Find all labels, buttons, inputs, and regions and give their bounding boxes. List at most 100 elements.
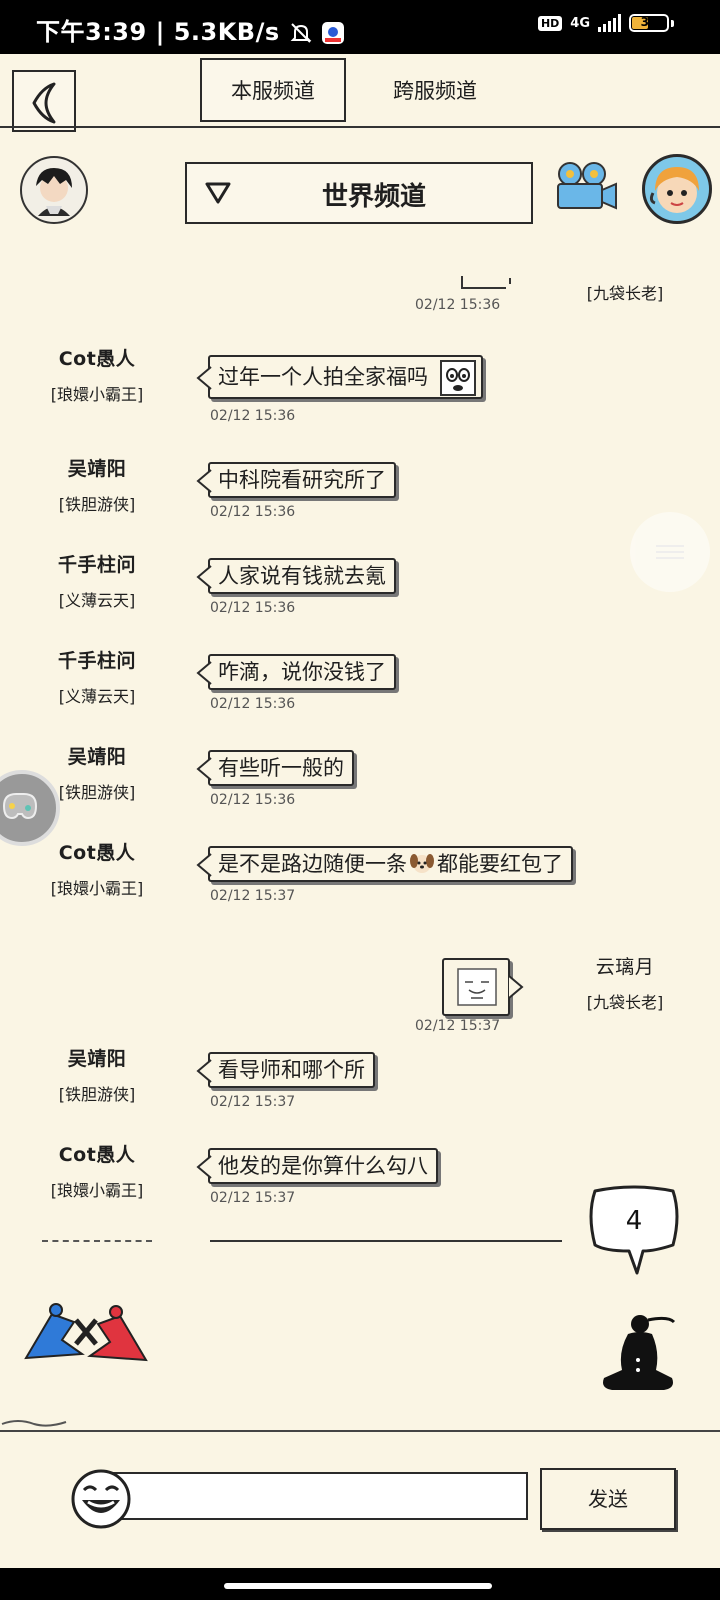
pvp-logo-icon[interactable] xyxy=(22,1300,150,1366)
message-bubble[interactable]: 过年一个人拍全家福吗 xyxy=(196,355,483,399)
message-time: 02/12 15:36 xyxy=(210,600,296,616)
sender-name: 千手柱问 xyxy=(57,554,136,576)
sender-name: Cot愚人 xyxy=(58,1144,136,1166)
message-sender[interactable]: Cot愚人 [琅嬛小霸王] xyxy=(12,344,182,405)
message-sender[interactable]: 云璃月 [九袋长老] xyxy=(540,952,710,1013)
bubble-tail xyxy=(196,1155,212,1179)
my-avatar[interactable] xyxy=(20,156,88,224)
girl-assistant-icon xyxy=(649,167,699,213)
input-divider xyxy=(0,1430,720,1432)
bubble-tail xyxy=(196,469,212,493)
tab-label: 本服频道 xyxy=(231,79,315,103)
sender-title: [铁胆游侠] xyxy=(58,783,136,802)
sticker-bubble[interactable] xyxy=(442,958,524,1016)
tab-local-server[interactable]: 本服频道 xyxy=(200,58,346,122)
header-divider xyxy=(0,126,720,128)
bubble-tail xyxy=(196,853,212,877)
message-bubble[interactable]: 是不是路边随便一条 都能要红包了 xyxy=(196,846,573,882)
unread-count-bubble[interactable]: 4 xyxy=(585,1185,683,1277)
message-text: 有些听一般的 xyxy=(218,756,344,780)
message-text: 过年一个人拍全家福吗 xyxy=(218,365,428,389)
send-label: 发送 xyxy=(588,1487,628,1511)
sender-name: 吴靖阳 xyxy=(67,1048,127,1070)
sender-name: 云璃月 xyxy=(595,956,655,978)
sender-title: [义薄云天] xyxy=(58,591,136,610)
bubble-tail xyxy=(508,975,524,999)
tab-label: 跨服频道 xyxy=(393,79,477,103)
tab-cross-server[interactable]: 跨服频道 xyxy=(360,58,510,122)
message-sender[interactable]: 吴靖阳 [铁胆游侠] xyxy=(12,1044,182,1105)
message-bubble[interactable]: 他发的是你算什么勾八 xyxy=(196,1148,438,1184)
sender-name: Cot愚人 xyxy=(58,348,136,370)
status-right: HD 4G 38 xyxy=(537,14,674,32)
meditating-figure-icon[interactable] xyxy=(598,1312,678,1396)
message-sender[interactable]: 千手柱问 [义薄云天] xyxy=(12,550,182,611)
message-bubble[interactable]: 中科院看研究所了 xyxy=(196,462,396,498)
message-time: 02/12 15:37 xyxy=(415,1018,501,1034)
message-time: 02/12 15:37 xyxy=(210,888,296,904)
message-text-part: 是不是路边随便一条 xyxy=(218,852,407,876)
message-time: 02/12 15:36 xyxy=(210,792,296,808)
unread-count: 4 xyxy=(626,1206,643,1236)
message-text: 看导师和哪个所 xyxy=(218,1058,365,1082)
message-bubble[interactable]: 有些听一般的 xyxy=(196,750,354,786)
bubble-tail xyxy=(196,757,212,781)
laughing-face-icon[interactable] xyxy=(70,1468,132,1530)
message-time: 02/12 15:37 xyxy=(210,1094,296,1110)
sender-title: [铁胆游侠] xyxy=(58,495,136,514)
message-input-field[interactable] xyxy=(114,1474,526,1518)
sender-title: [琅嬛小霸王] xyxy=(50,879,144,898)
message-time: 02/12 15:36 xyxy=(210,696,296,712)
status-time: 下午3:39 xyxy=(36,18,147,46)
message-text: 中科院看研究所了 xyxy=(218,468,386,492)
sender-name: Cot愚人 xyxy=(58,842,136,864)
character-portrait-icon xyxy=(36,168,72,216)
message-sender[interactable]: 吴靖阳 [铁胆游侠] xyxy=(12,454,182,515)
back-button[interactable] xyxy=(12,70,76,132)
sender-title: [琅嬛小霸王] xyxy=(50,1181,144,1200)
assistant-avatar[interactable] xyxy=(642,154,712,224)
message-time: 02/12 15:37 xyxy=(210,1190,296,1206)
message-time: 02/12 15:36 xyxy=(415,297,501,313)
game-assistant-ball[interactable] xyxy=(0,770,60,846)
message-bubble[interactable]: 看导师和哪个所 xyxy=(196,1052,375,1088)
menu-lines-icon xyxy=(656,545,684,559)
gamepad-icon xyxy=(2,793,38,820)
status-bar: 下午3:39 | 5.3KB/s HD 4G 38 xyxy=(0,0,720,54)
triangle-down-icon xyxy=(205,182,231,204)
bubble-tail xyxy=(196,366,212,390)
message-sender[interactable]: 吴靖阳 [铁胆游侠] xyxy=(12,742,182,803)
channel-label: 世界频道 xyxy=(321,182,426,212)
message-text: 人家说有钱就去氪 xyxy=(218,564,386,588)
dog-emoji-icon xyxy=(410,854,434,873)
sender-title: [琅嬛小霸王] xyxy=(50,385,144,404)
sender-title: [九袋长老] xyxy=(586,993,664,1012)
message-sender[interactable]: Cot愚人 [琅嬛小霸王] xyxy=(12,1140,182,1201)
message-sender[interactable]: 千手柱问 [义薄云天] xyxy=(12,646,182,707)
message-input[interactable] xyxy=(112,1472,528,1520)
bubble-tail xyxy=(196,1059,212,1083)
sender-name: 千手柱问 xyxy=(57,650,136,672)
message-bubble[interactable]: 咋滴，说你没钱了 xyxy=(196,654,396,690)
chat-message-list[interactable]: 02/12 15:36 [九袋长老] Cot愚人 [琅嬛小霸王] 过年一个人拍全… xyxy=(0,240,720,1265)
sender-title: [九袋长老] xyxy=(586,284,664,303)
baidu-app-icon xyxy=(322,22,345,44)
channel-dropdown[interactable]: 世界频道 xyxy=(185,162,533,224)
floating-menu-button[interactable] xyxy=(630,512,710,592)
home-gesture-bar[interactable] xyxy=(224,1583,492,1589)
sticker-image[interactable] xyxy=(460,276,514,292)
message-bubble[interactable]: 人家说有钱就去氪 xyxy=(196,558,396,594)
movie-camera-icon[interactable] xyxy=(550,160,620,216)
message-text-part: 都能要红包了 xyxy=(437,852,563,876)
battery-level: 38 xyxy=(640,15,658,29)
send-button[interactable]: 发送 xyxy=(540,1468,676,1530)
wave-decoration xyxy=(1,1420,67,1427)
hd-badge: HD xyxy=(537,15,563,31)
network-type: 4G xyxy=(570,15,590,31)
bubble-tail xyxy=(196,661,212,685)
message-time: 02/12 15:36 xyxy=(210,408,296,424)
message-text: 他发的是你算什么勾八 xyxy=(218,1154,428,1178)
message-sender[interactable]: Cot愚人 [琅嬛小霸王] xyxy=(12,838,182,899)
status-left: 下午3:39 | 5.3KB/s xyxy=(36,12,345,47)
blank-face-sticker-icon xyxy=(457,968,497,1006)
